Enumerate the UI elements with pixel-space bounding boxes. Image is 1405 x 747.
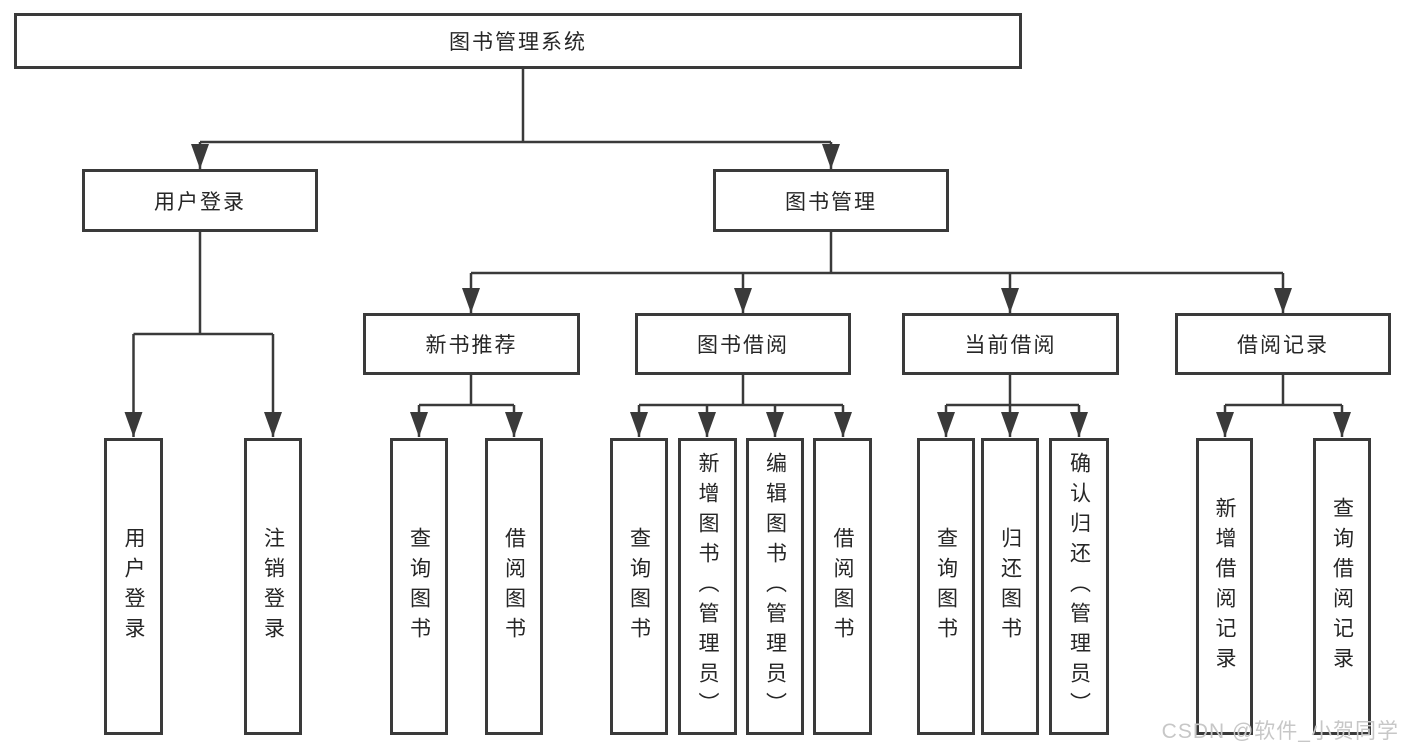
leaf-query-book-current: 查询图书 — [917, 438, 975, 735]
node-label: 新增图书（管理员） — [696, 451, 719, 722]
arrowhead-icon — [505, 412, 523, 437]
node-label: 查询图书 — [627, 526, 651, 647]
node-book-management: 图书管理 — [713, 169, 949, 232]
arrowhead-icon — [1001, 288, 1019, 313]
leaf-return-book: 归还图书 — [981, 438, 1039, 735]
node-label: 查询图书 — [407, 526, 431, 647]
leaf-query-borrow-record: 查询借阅记录 — [1313, 438, 1371, 735]
arrowhead-icon — [1216, 412, 1234, 437]
node-current-borrow: 当前借阅 — [902, 313, 1119, 375]
node-label: 图书管理系统 — [449, 31, 587, 54]
node-root-system: 图书管理系统 — [14, 13, 1022, 69]
arrowhead-icon — [264, 412, 282, 437]
node-label: 新书推荐 — [425, 334, 518, 357]
arrowhead-icon — [1070, 412, 1088, 437]
node-new-book-recommend: 新书推荐 — [363, 313, 580, 375]
leaf-edit-book-admin: 编辑图书（管理员） — [746, 438, 804, 735]
leaf-logout: 注销登录 — [244, 438, 302, 735]
leaf-query-book-borrow: 查询图书 — [610, 438, 668, 735]
arrowhead-icon — [1001, 412, 1019, 437]
arrowhead-icon — [462, 288, 480, 313]
node-user-login: 用户登录 — [82, 169, 318, 232]
node-label: 借阅图书 — [831, 526, 854, 647]
node-label: 借阅图书 — [502, 526, 526, 647]
arrowhead-icon — [834, 412, 852, 437]
leaf-query-book-newbook: 查询图书 — [390, 438, 448, 735]
node-label: 当前借阅 — [964, 334, 1057, 357]
node-label: 归还图书 — [998, 526, 1022, 647]
arrowhead-icon — [766, 412, 784, 437]
arrowhead-icon — [937, 412, 955, 437]
arrowhead-icon — [630, 412, 648, 437]
arrowhead-icon — [1333, 412, 1351, 437]
arrowhead-icon — [1274, 288, 1292, 313]
node-label: 注销登录 — [261, 526, 285, 647]
leaf-user-login: 用户登录 — [104, 438, 163, 735]
node-label: 用户登录 — [154, 190, 246, 214]
leaf-borrow-book: 借阅图书 — [813, 438, 872, 735]
arrowhead-icon — [124, 412, 143, 437]
arrowhead-icon — [698, 412, 716, 437]
leaf-add-book-admin: 新增图书（管理员） — [678, 438, 737, 735]
arrowhead-icon — [822, 144, 840, 169]
arrowhead-icon — [410, 412, 428, 437]
node-label: 新增借阅记录 — [1213, 496, 1236, 677]
node-label: 用户登录 — [122, 526, 145, 647]
leaf-add-borrow-record: 新增借阅记录 — [1196, 438, 1253, 735]
node-book-borrow: 图书借阅 — [635, 313, 851, 375]
arrowhead-icon — [191, 144, 209, 169]
leaf-borrow-book-newbook: 借阅图书 — [485, 438, 543, 735]
leaf-confirm-return-admin: 确认归还（管理员） — [1049, 438, 1109, 735]
node-label: 确认归还（管理员） — [1067, 451, 1091, 722]
node-label: 编辑图书（管理员） — [763, 451, 787, 722]
node-label: 图书借阅 — [697, 334, 789, 357]
node-label: 借阅记录 — [1237, 334, 1329, 357]
node-borrow-records: 借阅记录 — [1175, 313, 1391, 375]
node-label: 查询图书 — [934, 526, 958, 647]
node-label: 图书管理 — [785, 190, 877, 214]
arrowhead-icon — [734, 288, 752, 313]
csdn-watermark: CSDN @软件_小贺同学 — [1161, 720, 1399, 743]
node-label: 查询借阅记录 — [1330, 496, 1354, 677]
